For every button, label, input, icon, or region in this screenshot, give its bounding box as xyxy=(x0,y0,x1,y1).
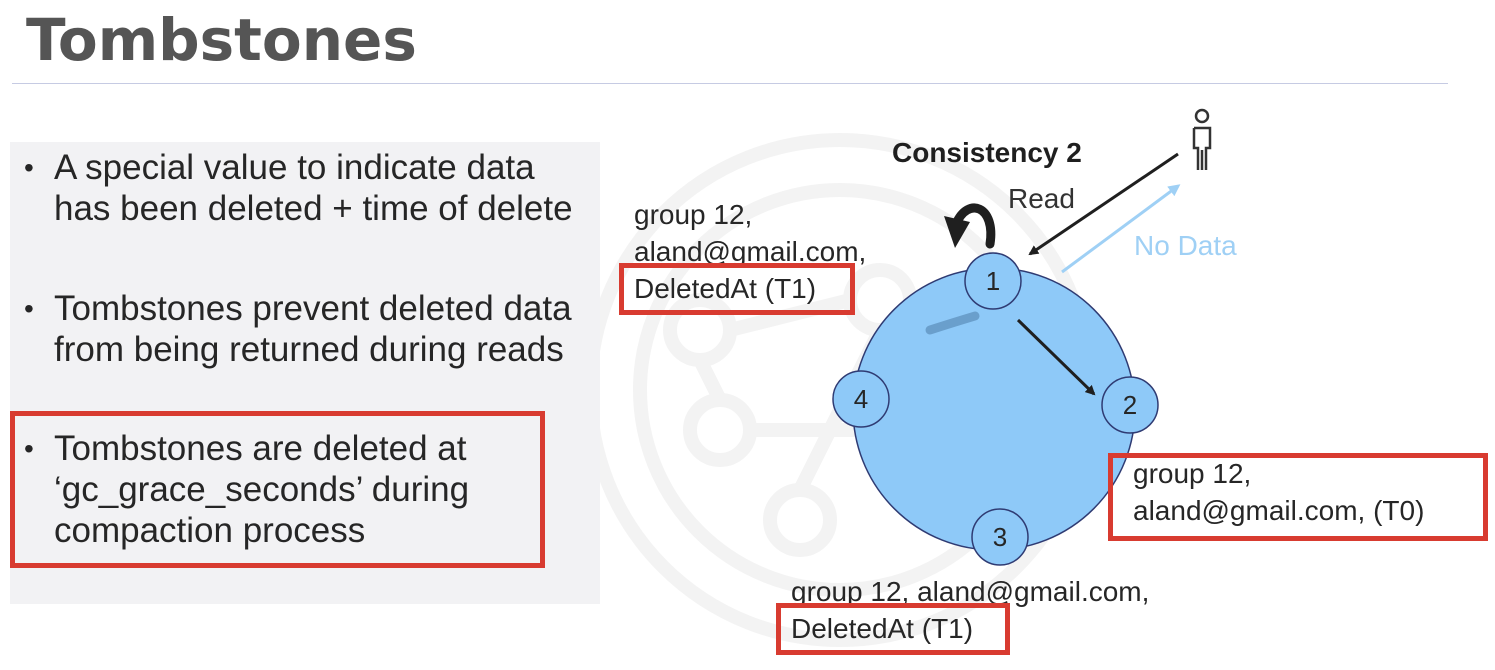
cluster-ring xyxy=(852,267,1136,551)
node-2: 2 xyxy=(1101,376,1159,434)
title-divider xyxy=(12,83,1448,84)
replica-line: aland@gmail.com, xyxy=(634,236,867,267)
highlight-box-bullet xyxy=(10,411,545,568)
refresh-arrow-icon xyxy=(944,203,996,249)
consistency-level-label: Consistency 2 xyxy=(892,137,1082,168)
replica-label-node-2: group 12, aland@gmail.com, (T0) xyxy=(1133,455,1424,529)
no-data-arrow xyxy=(1061,184,1181,274)
replica-line: DeletedAt (T1) xyxy=(634,273,817,304)
user-icon xyxy=(1192,108,1212,170)
read-arrow xyxy=(1028,152,1179,256)
highlight-box-node-3 xyxy=(776,603,1010,655)
no-data-label: No Data xyxy=(1134,230,1237,261)
replication-arrow xyxy=(1016,318,1096,396)
node-number: 3 xyxy=(993,522,1007,552)
highlight-box-node-2 xyxy=(1108,453,1488,541)
replica-line: group 12, aland@gmail.com, xyxy=(791,576,1150,607)
slide-title: Tombstones xyxy=(26,6,417,74)
node-number: 4 xyxy=(854,384,868,414)
ring-highlight-mark xyxy=(925,311,980,335)
bullet-item: Tombstones prevent deleted data from bei… xyxy=(22,288,574,370)
highlight-box-node-1 xyxy=(619,263,855,315)
node-4: 4 xyxy=(832,370,890,428)
node-number: 2 xyxy=(1123,390,1137,420)
replica-line: group 12, xyxy=(1133,458,1252,489)
replica-line: DeletedAt (T1) xyxy=(791,613,974,644)
node-1: 1 xyxy=(964,252,1022,310)
node-number: 1 xyxy=(986,266,1000,296)
replica-line: aland@gmail.com, (T0) xyxy=(1133,495,1425,526)
read-label: Read xyxy=(1008,183,1075,214)
replica-line: group 12, xyxy=(634,199,753,230)
node-3: 3 xyxy=(971,508,1029,566)
bullet-item: Tombstones are deleted at ‘gc_grace_seco… xyxy=(22,428,554,551)
replica-label-node-3: group 12, aland@gmail.com, DeletedAt (T1… xyxy=(791,573,1149,647)
bullet-item: A special value to indicate data has bee… xyxy=(22,147,599,229)
replica-label-node-1: group 12, aland@gmail.com, DeletedAt (T1… xyxy=(634,196,866,307)
